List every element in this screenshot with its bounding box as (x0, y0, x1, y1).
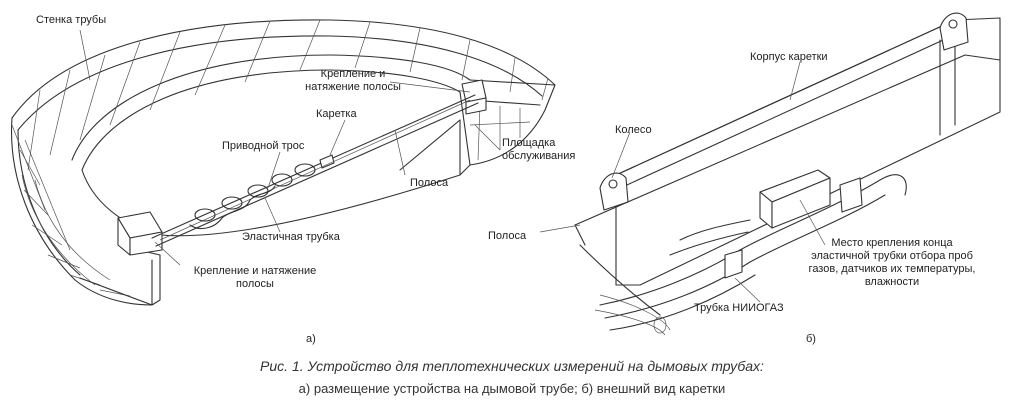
figure-caption-title: Рис. 1. Устройство для теплотехнических … (260, 358, 764, 374)
label-bottom-strip-mount: Крепление и натяжение полосы (193, 265, 317, 290)
label-carriage: Каретка (316, 108, 357, 120)
label-wheel: Колесо (615, 124, 652, 136)
label-attachment-point: Место крепления конца эластичной трубки … (808, 237, 976, 288)
label-elastic-tube: Эластичная трубка (242, 231, 340, 243)
label-pipe-wall: Стенка трубы (36, 14, 107, 26)
label-top-strip-mount: Крепление и натяжение полосы (305, 68, 401, 93)
label-strip-right: Полоса (488, 230, 527, 242)
figure-caption-subtitle: а) размещение устройства на дымовой труб… (298, 381, 726, 396)
label-service-platform: Площадка обслуживания (502, 137, 576, 162)
label-niiogaz-tube: Трубка НИИОГАЗ (694, 302, 784, 314)
label-drive-cable: Приводной трос (222, 140, 305, 152)
panel-letter-a: а) (306, 333, 316, 345)
label-carriage-body: Корпус каретки (750, 51, 828, 63)
panel-letter-b: б) (806, 333, 816, 345)
label-strip-left: Полоса (410, 177, 449, 189)
